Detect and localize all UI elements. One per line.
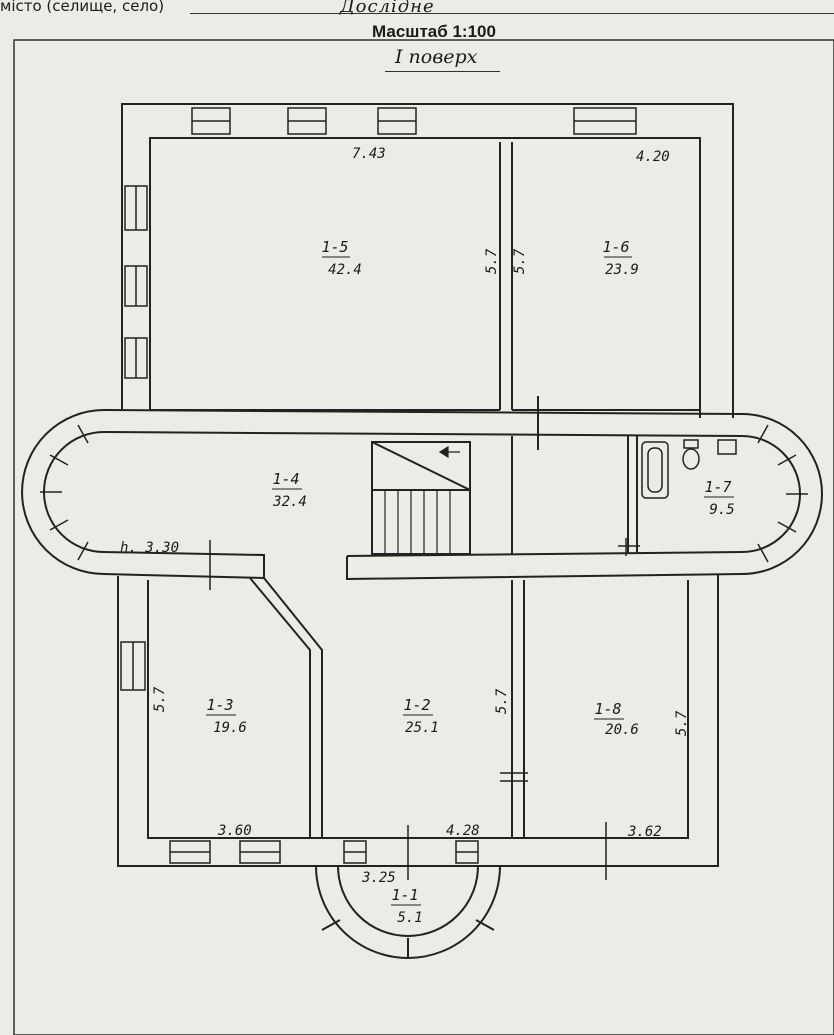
dim-porch: 3.25 xyxy=(361,870,396,886)
dim-5-7-a: 5.7 xyxy=(484,248,500,274)
dim-bottom-right: 3.62 xyxy=(627,824,662,840)
room-area-1-5: 42.4 xyxy=(328,262,362,278)
room-area-1-4: 32.4 xyxy=(272,494,307,510)
room-label-1-5: 1-5 xyxy=(321,238,348,256)
door-marks xyxy=(209,540,607,880)
dim-5-7-b: 5.7 xyxy=(512,248,528,274)
dim-5-7-e: 5.7 xyxy=(674,710,690,736)
walls-porch xyxy=(315,865,501,959)
walls-upper xyxy=(121,103,734,418)
dim-top-right: 4.20 xyxy=(636,149,670,165)
room-area-1-2: 25.1 xyxy=(405,720,439,736)
dim-5-7-d: 5.7 xyxy=(494,688,510,714)
locality-value: Дослідне xyxy=(340,0,435,17)
room-label-1-8: 1-8 xyxy=(594,700,621,718)
bay-window-segments xyxy=(40,424,808,563)
locality-label: місто (селище, село) xyxy=(0,0,165,15)
room-label-1-2: 1-2 xyxy=(403,696,430,714)
room-area-1-6: 23.9 xyxy=(605,262,639,278)
dim-height: h. 3.30 xyxy=(120,540,179,556)
walls-lower xyxy=(117,574,719,867)
dim-bottom-mid: 4.28 xyxy=(446,823,480,839)
windows xyxy=(120,107,637,864)
room-label-1-1: 1-1 xyxy=(391,886,418,904)
room-area-1-7: 9.5 xyxy=(709,502,734,518)
room-label-1-4: 1-4 xyxy=(272,470,299,488)
dim-5-7-c: 5.7 xyxy=(152,686,168,712)
dim-bottom-left: 3.60 xyxy=(217,823,252,839)
locality-underline xyxy=(190,13,834,14)
room-area-1-1: 5.1 xyxy=(397,910,422,926)
dim-top-left: 7.43 xyxy=(352,146,386,162)
stair-treads xyxy=(372,445,470,554)
scale-label: Масштаб 1:100 xyxy=(372,22,496,41)
room-label-1-7: 1-7 xyxy=(704,478,731,496)
room-area-1-8: 20.6 xyxy=(605,722,639,738)
sheet-border xyxy=(13,39,834,1035)
floor-label: І поверх xyxy=(395,46,478,68)
bathroom-fixtures xyxy=(618,439,737,556)
floor-underline xyxy=(385,71,500,72)
room-label-1-3: 1-3 xyxy=(206,696,233,714)
room-area-1-3: 19.6 xyxy=(213,720,247,736)
room-label-1-6: 1-6 xyxy=(602,238,629,256)
dimension-labels: 7.43 4.20 h. 3.30 3.60 4.28 3.62 3.25 5.… xyxy=(120,146,690,886)
room-labels: 1-5 42.4 1-6 23.9 1-4 32.4 1-7 9.5 1-3 1… xyxy=(206,238,735,926)
